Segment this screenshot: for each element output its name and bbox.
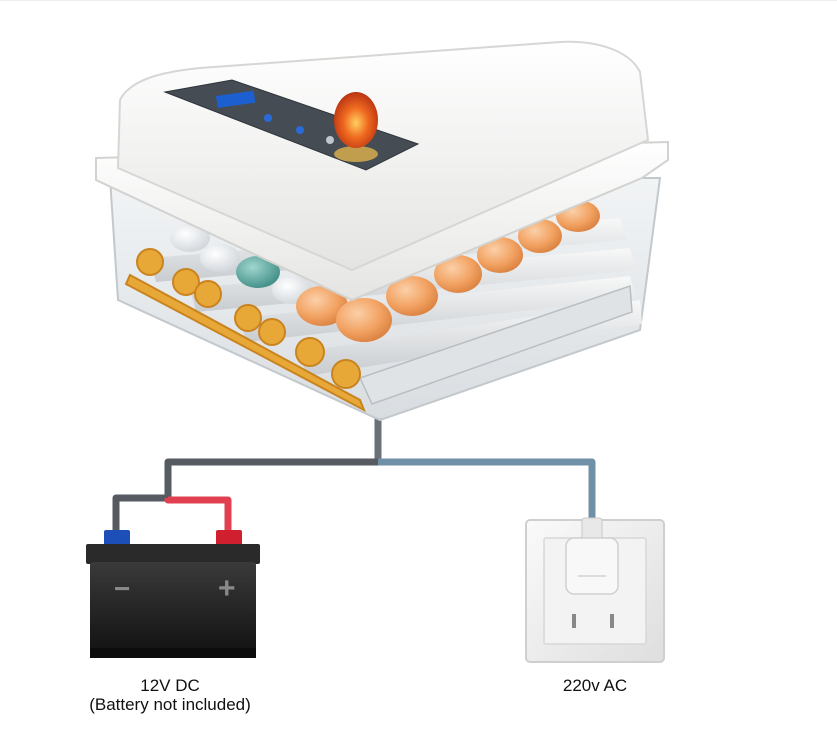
battery-note-label: (Battery not included) <box>89 695 251 714</box>
wall-outlet-icon <box>525 517 665 663</box>
car-battery-icon: − + <box>86 530 260 658</box>
wiring <box>112 418 596 532</box>
top-border <box>0 0 837 1</box>
positive-terminal-symbol: + <box>218 572 236 605</box>
candling-egg-icon <box>334 92 378 162</box>
battery-caption: 12V DC (Battery not included) <box>60 676 280 714</box>
turning-gears <box>124 248 366 413</box>
incubator-illustration <box>95 40 669 422</box>
negative-terminal-symbol: − <box>114 573 130 604</box>
outlet-caption: 220v AC <box>562 676 628 695</box>
power-plug-icon <box>565 517 619 595</box>
battery-voltage-label: 12V DC <box>140 676 200 695</box>
